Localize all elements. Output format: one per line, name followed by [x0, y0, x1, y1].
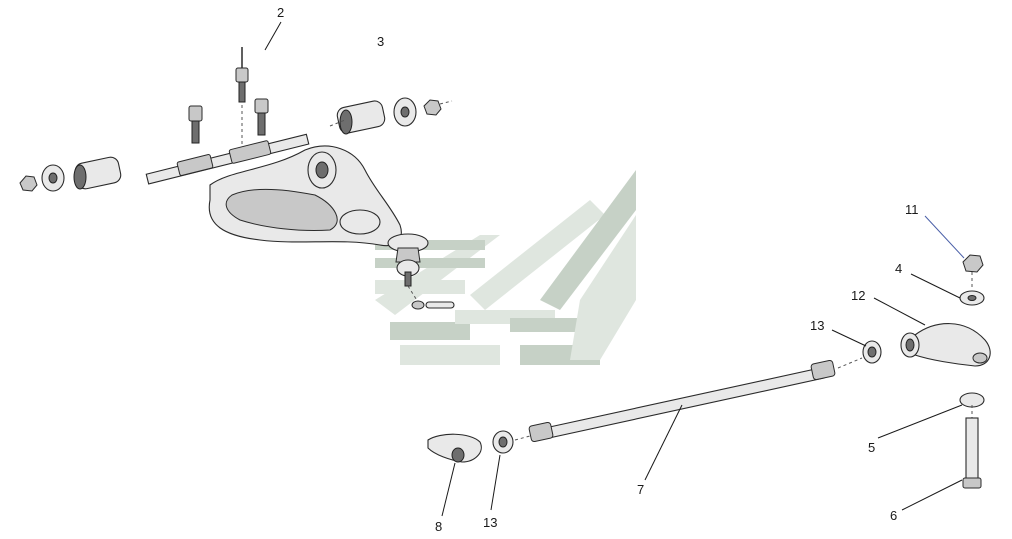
- right-washer-hole: [400, 106, 410, 118]
- nut-11: [962, 254, 984, 290]
- left-washer-hole: [48, 172, 58, 184]
- callout-12: 12: [851, 288, 865, 303]
- callout-6: 6: [890, 508, 897, 523]
- left-bushing: [73, 156, 122, 190]
- washer-5: [959, 392, 985, 408]
- leader-13a: [831, 329, 867, 347]
- tie-rod-axis-right: [837, 357, 863, 369]
- callout-13a: 13: [810, 318, 824, 333]
- leader-12: [873, 297, 926, 326]
- right-axis-line-2: [439, 100, 453, 105]
- upper-control-arm-assembly: [19, 47, 455, 310]
- clamp-13-right: [862, 340, 882, 364]
- right-axis-line: [329, 119, 346, 127]
- callout-11: 11: [905, 202, 919, 217]
- callout-4: 4: [895, 261, 902, 276]
- control-arm-cutout: [225, 188, 338, 231]
- ball-joint-plate: [339, 209, 381, 235]
- leader-8: [441, 462, 456, 517]
- linkage-assembly: [427, 254, 991, 489]
- ball-joint: [387, 233, 455, 310]
- bolt-6: [962, 405, 982, 489]
- leader-11: [924, 215, 965, 259]
- leader-13b: [490, 454, 501, 511]
- arm-boss-hole: [315, 161, 329, 179]
- watermark-logo: [375, 170, 636, 365]
- callout-2: 2: [277, 5, 284, 20]
- callout-5: 5: [868, 440, 875, 455]
- callout-13b: 13: [483, 515, 497, 530]
- leader-6: [901, 479, 963, 511]
- callout-3: 3: [377, 34, 384, 49]
- vertical-bolt-2: [235, 47, 249, 103]
- clamp-13-left: [492, 430, 514, 454]
- rod-end-8: [427, 433, 482, 463]
- tie-rod-axis-left: [514, 435, 531, 441]
- right-nut: [423, 99, 442, 116]
- leader-4: [910, 273, 961, 299]
- callout-8: 8: [435, 519, 442, 534]
- leader-7: [644, 404, 683, 481]
- arm-shaft: [145, 133, 310, 185]
- clamp-12: [900, 323, 991, 367]
- right-bushing: [336, 100, 386, 135]
- leader-5: [877, 404, 963, 439]
- washer-4-hole: [967, 295, 977, 301]
- callout-labels: 2 3 11 4 12 13 5 6 7 8 13: [277, 5, 919, 534]
- callout-7: 7: [637, 482, 644, 497]
- leader-lines: [264, 21, 965, 517]
- leader-2: [264, 21, 282, 51]
- left-nut: [19, 175, 38, 192]
- bolt-left: [188, 105, 203, 144]
- bolt-right: [254, 98, 269, 136]
- tie-rod-7: [528, 359, 836, 443]
